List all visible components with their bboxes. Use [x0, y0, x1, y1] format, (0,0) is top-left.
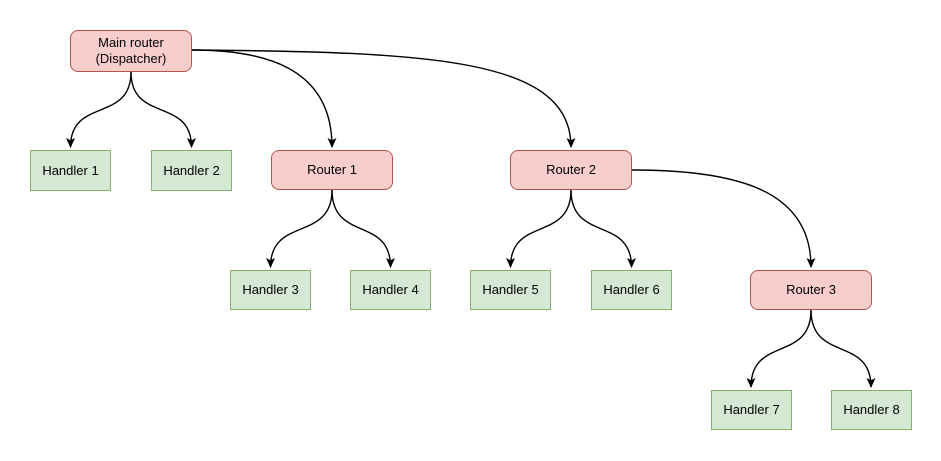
node-router-2: Router 2 [510, 150, 632, 190]
node-router-3: Router 3 [750, 270, 872, 310]
node-handler-7: Handler 7 [711, 390, 792, 430]
edge-main-to-router-2 [191, 49, 576, 148]
edge-main-to-handler-2 [130, 71, 196, 148]
node-handler-3: Handler 3 [230, 270, 311, 310]
edge-router-1-to-handler-3 [266, 189, 333, 268]
edge-router-3-to-handler-7 [746, 309, 812, 388]
edge-router-2-to-handler-5 [506, 189, 572, 268]
node-handler-2: Handler 2 [151, 150, 232, 191]
edge-router-2-to-handler-6 [570, 189, 636, 268]
edge-router-3-to-handler-8 [810, 309, 876, 388]
node-handler-8: Handler 8 [831, 390, 912, 430]
node-handler-5: Handler 5 [470, 270, 551, 310]
node-router-1: Router 1 [271, 150, 393, 190]
edge-router-2-to-router-3 [631, 169, 816, 268]
edge-router-1-to-handler-4 [331, 189, 395, 268]
node-handler-4: Handler 4 [350, 270, 431, 310]
node-main-router-dispatcher: Main router (Dispatcher) [70, 30, 192, 72]
edge-main-to-router-1 [191, 49, 337, 148]
node-handler-6: Handler 6 [591, 270, 672, 310]
edge-main-to-handler-1 [66, 71, 132, 148]
node-handler-1: Handler 1 [30, 150, 111, 191]
